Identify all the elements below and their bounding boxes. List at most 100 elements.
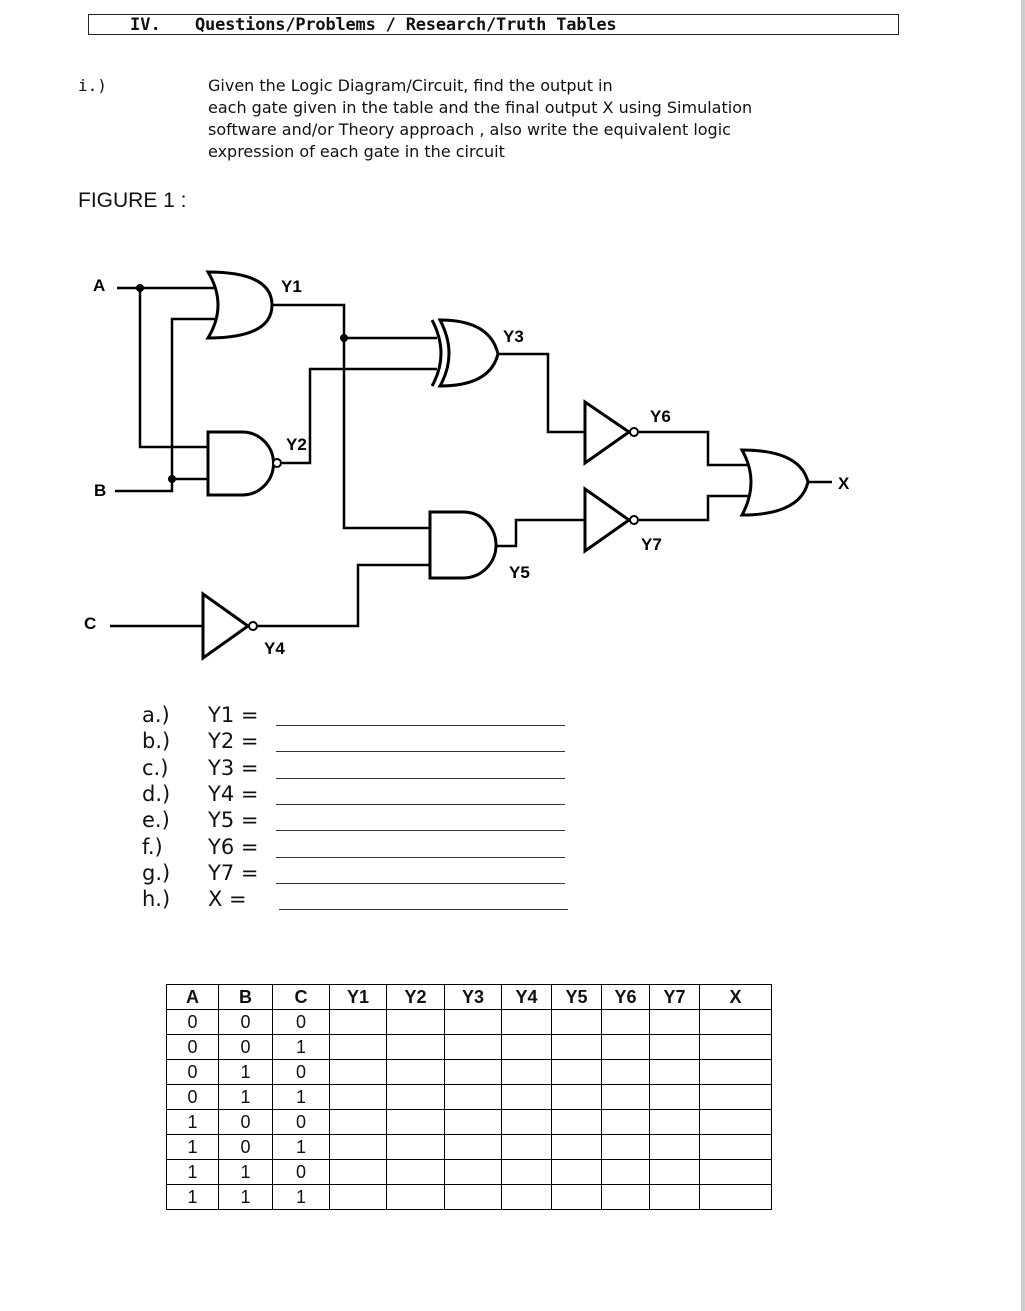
output-blank-cell[interactable] <box>501 1034 552 1060</box>
output-blank-cell[interactable] <box>699 1109 772 1135</box>
output-blank-cell[interactable] <box>649 1134 700 1160</box>
output-blank-cell[interactable] <box>649 1109 700 1135</box>
output-blank-cell[interactable] <box>649 1159 700 1185</box>
output-blank-cell[interactable] <box>444 1084 502 1110</box>
output-blank-cell[interactable] <box>501 1109 552 1135</box>
answer-blank-y7[interactable] <box>276 883 565 884</box>
output-blank-cell[interactable] <box>329 1184 387 1210</box>
output-blank-cell[interactable] <box>551 1059 602 1085</box>
output-blank-cell[interactable] <box>386 1184 445 1210</box>
output-blank-cell[interactable] <box>551 1184 602 1210</box>
output-blank-cell[interactable] <box>386 1084 445 1110</box>
input-value-cell: 1 <box>166 1134 219 1160</box>
output-blank-cell[interactable] <box>444 1184 502 1210</box>
gate-label-y5: Y5 <box>509 563 530 582</box>
input-value-cell: 0 <box>218 1109 273 1135</box>
output-blank-cell[interactable] <box>501 1134 552 1160</box>
wire-y1 <box>272 303 437 530</box>
input-value-cell: 0 <box>166 1084 219 1110</box>
column-header: X <box>699 984 772 1010</box>
output-blank-cell[interactable] <box>699 1159 772 1185</box>
input-value-cell: 0 <box>272 1159 330 1185</box>
output-blank-cell[interactable] <box>501 1184 552 1210</box>
answer-letter: f.) <box>142 835 163 859</box>
output-blank-cell[interactable] <box>386 1034 445 1060</box>
output-blank-cell[interactable] <box>649 1034 700 1060</box>
gate-label-y2: Y2 <box>286 435 307 454</box>
output-blank-cell[interactable] <box>501 1009 552 1035</box>
wire-y4 <box>258 563 433 628</box>
output-blank-cell[interactable] <box>551 1034 602 1060</box>
column-header: A <box>166 984 219 1010</box>
answer-blank-y2[interactable] <box>276 751 565 752</box>
output-blank-cell[interactable] <box>699 1059 772 1085</box>
output-blank-cell[interactable] <box>699 1184 772 1210</box>
output-blank-cell[interactable] <box>649 1184 700 1210</box>
output-blank-cell[interactable] <box>444 1009 502 1035</box>
output-blank-cell[interactable] <box>601 1009 650 1035</box>
column-header: Y7 <box>649 984 700 1010</box>
output-blank-cell[interactable] <box>444 1059 502 1085</box>
output-blank-cell[interactable] <box>601 1134 650 1160</box>
output-blank-cell[interactable] <box>386 1159 445 1185</box>
output-blank-cell[interactable] <box>444 1034 502 1060</box>
output-blank-cell[interactable] <box>601 1159 650 1185</box>
output-blank-cell[interactable] <box>329 1109 387 1135</box>
output-blank-cell[interactable] <box>386 1059 445 1085</box>
output-blank-cell[interactable] <box>501 1059 552 1085</box>
answer-letter: b.) <box>142 729 171 753</box>
output-blank-cell[interactable] <box>386 1109 445 1135</box>
output-blank-cell[interactable] <box>386 1009 445 1035</box>
output-blank-cell[interactable] <box>329 1084 387 1110</box>
answer-blank-x[interactable] <box>279 909 568 910</box>
section-number: IV. <box>130 15 161 35</box>
output-blank-cell[interactable] <box>329 1159 387 1185</box>
output-blank-cell[interactable] <box>329 1009 387 1035</box>
output-blank-cell[interactable] <box>601 1034 650 1060</box>
output-blank-cell[interactable] <box>551 1134 602 1160</box>
section-header-box <box>88 14 899 35</box>
output-blank-cell[interactable] <box>551 1159 602 1185</box>
output-blank-cell[interactable] <box>601 1084 650 1110</box>
column-header: Y3 <box>444 984 502 1010</box>
answer-blank-y1[interactable] <box>276 725 565 726</box>
output-blank-cell[interactable] <box>444 1159 502 1185</box>
nand-gate-y2 <box>206 430 282 497</box>
output-blank-cell[interactable] <box>601 1109 650 1135</box>
output-blank-cell[interactable] <box>699 1009 772 1035</box>
output-blank-cell[interactable] <box>444 1134 502 1160</box>
output-blank-cell[interactable] <box>551 1109 602 1135</box>
wire-y3 <box>497 352 585 434</box>
answer-variable: Y4 = <box>208 782 259 806</box>
output-blank-cell[interactable] <box>649 1084 700 1110</box>
output-blank-cell[interactable] <box>329 1059 387 1085</box>
answer-blank-y6[interactable] <box>276 857 565 858</box>
input-value-cell: 0 <box>166 1009 219 1035</box>
output-blank-cell[interactable] <box>329 1134 387 1160</box>
output-blank-cell[interactable] <box>699 1134 772 1160</box>
wire-y5 <box>496 518 585 548</box>
output-blank-cell[interactable] <box>649 1059 700 1085</box>
output-blank-cell[interactable] <box>699 1084 772 1110</box>
output-blank-cell[interactable] <box>601 1059 650 1085</box>
answer-blank-y4[interactable] <box>276 804 565 805</box>
output-blank-cell[interactable] <box>329 1034 387 1060</box>
output-blank-cell[interactable] <box>386 1134 445 1160</box>
gate-label-y4: Y4 <box>264 639 285 658</box>
output-blank-cell[interactable] <box>501 1159 552 1185</box>
answer-blank-y5[interactable] <box>276 830 565 831</box>
output-blank-cell[interactable] <box>551 1084 602 1110</box>
and-gate-y5 <box>428 510 498 580</box>
answer-blank-y3[interactable] <box>276 778 565 779</box>
output-blank-cell[interactable] <box>501 1084 552 1110</box>
question-number: i.) <box>78 76 107 95</box>
output-blank-cell[interactable] <box>444 1109 502 1135</box>
gate-label-y1: Y1 <box>281 277 302 296</box>
output-blank-cell[interactable] <box>551 1009 602 1035</box>
answer-variable: Y1 = <box>208 703 259 727</box>
output-blank-cell[interactable] <box>601 1184 650 1210</box>
output-blank-cell[interactable] <box>699 1034 772 1060</box>
output-blank-cell[interactable] <box>649 1009 700 1035</box>
